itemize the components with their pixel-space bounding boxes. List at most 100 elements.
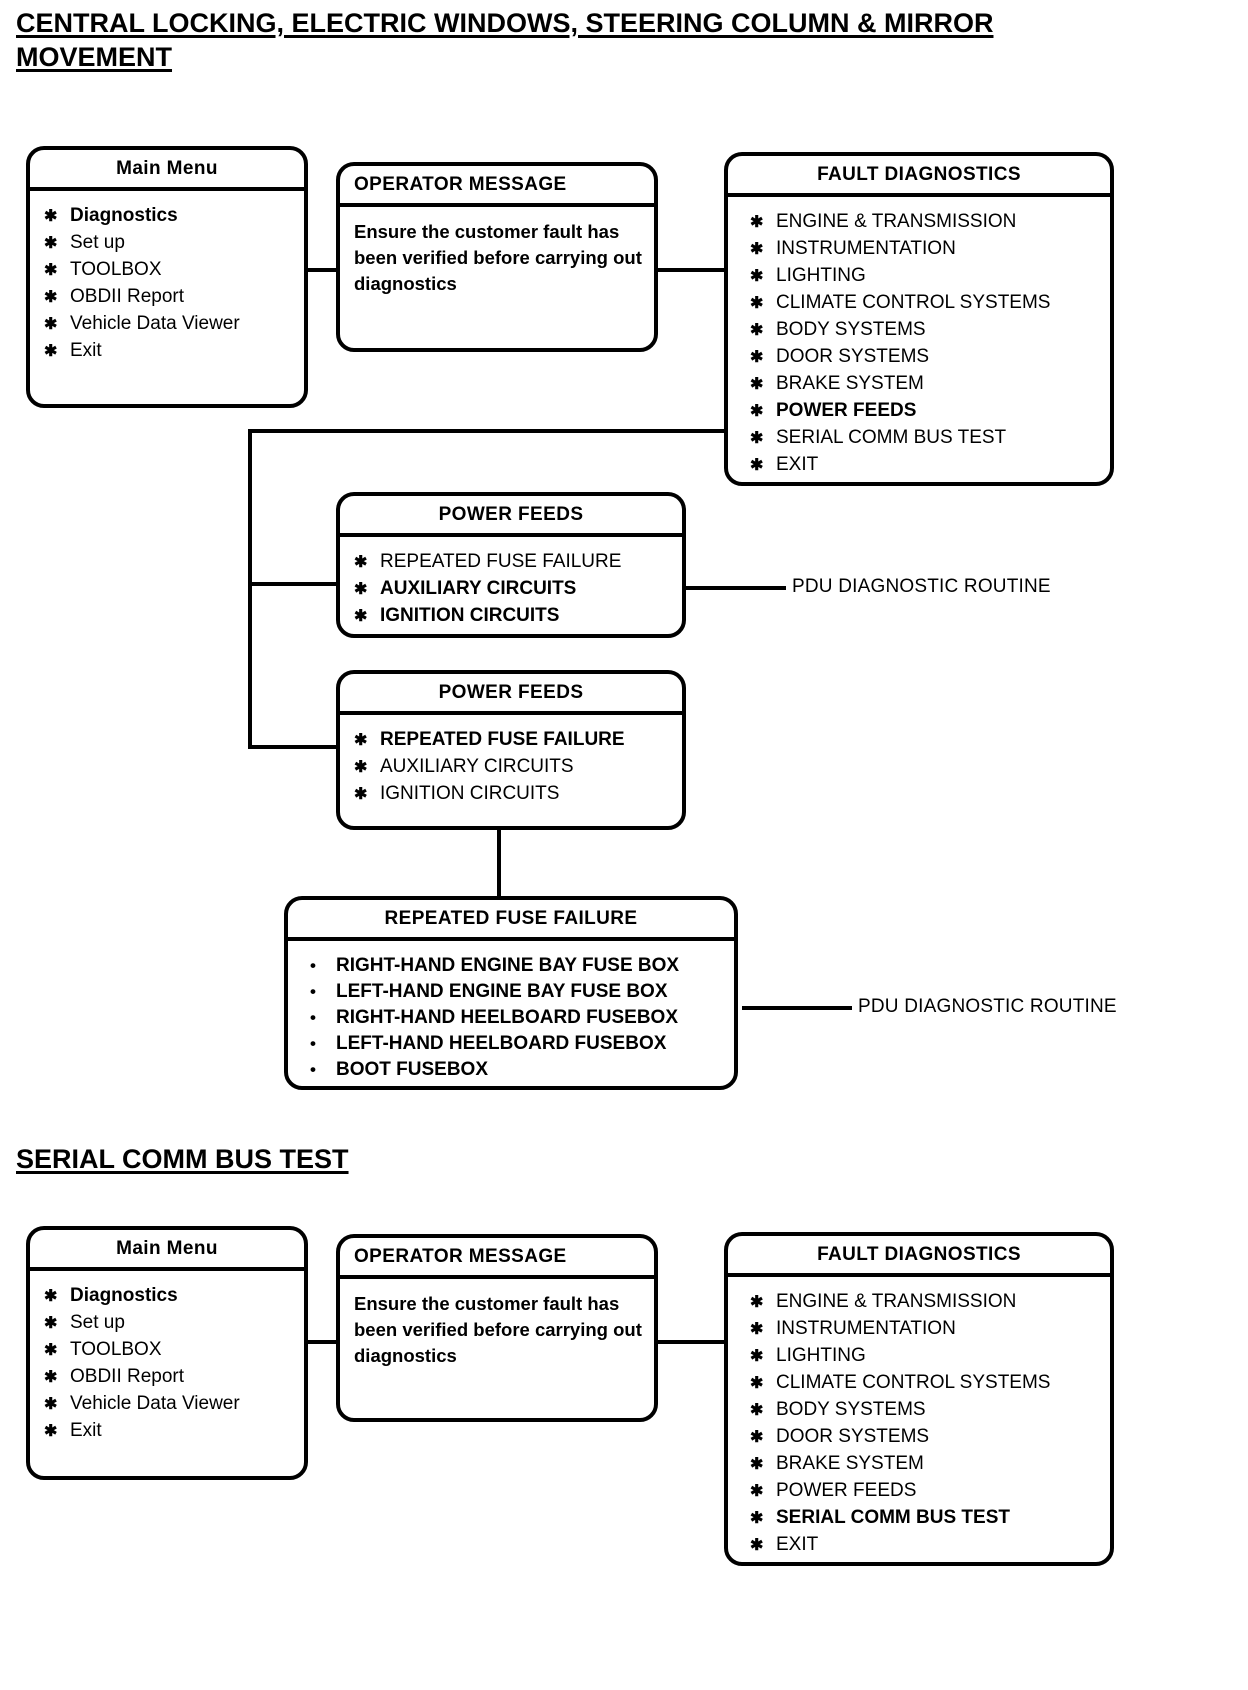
asterisk-bullet-icon (44, 230, 70, 256)
menu2-item-set-up[interactable]: Set up (44, 1310, 294, 1336)
asterisk-bullet-icon (750, 1478, 776, 1504)
fd-item-serial-comm-bus-test[interactable]: SERIAL COMM BUS TEST (750, 425, 1100, 451)
connector-mainmenu-to-operator (306, 268, 340, 272)
rff-item-boot-fusebox[interactable]: BOOT FUSEBOX (310, 1057, 724, 1082)
main-menu-box-2[interactable]: Main Menu Diagnostics Set up TOOLBOX OBD… (26, 1226, 308, 1480)
menu-item-diagnostics[interactable]: Diagnostics (44, 203, 294, 229)
asterisk-bullet-icon (354, 781, 380, 807)
fd-item-power-feeds[interactable]: POWER FEEDS (750, 398, 1100, 424)
menu2-item-exit[interactable]: Exit (44, 1418, 294, 1444)
pf2-item-repeated-fuse-failure[interactable]: REPEATED FUSE FAILURE (354, 727, 672, 753)
rff-item-lh-heelboard-fusebox[interactable]: LEFT-HAND HEELBOARD FUSEBOX (310, 1031, 724, 1056)
pf1-item-auxiliary-circuits[interactable]: AUXILIARY CIRCUITS (354, 576, 672, 602)
asterisk-bullet-icon (44, 338, 70, 364)
pf-item-label: AUXILIARY CIRCUITS (380, 756, 574, 777)
fd-item-label: BRAKE SYSTEM (776, 373, 924, 394)
fd2-item-power-feeds[interactable]: POWER FEEDS (750, 1478, 1100, 1504)
connector-branch-to-powerfeeds2 (248, 745, 338, 749)
asterisk-bullet-icon (750, 1397, 776, 1423)
menu-item-label: OBDII Report (70, 1366, 185, 1387)
menu-item-toolbox[interactable]: TOOLBOX (44, 257, 294, 283)
dot-bullet-icon (310, 953, 336, 978)
pf2-item-ignition-circuits[interactable]: IGNITION CIRCUITS (354, 781, 672, 807)
rff-item-rh-heelboard-fusebox[interactable]: RIGHT-HAND HEELBOARD FUSEBOX (310, 1005, 724, 1030)
fault-diagnostics-box-2[interactable]: FAULT DIAGNOSTICS ENGINE & TRANSMISSION … (724, 1232, 1114, 1566)
fd2-item-climate-control[interactable]: CLIMATE CONTROL SYSTEMS (750, 1370, 1100, 1396)
asterisk-bullet-icon (750, 290, 776, 316)
operator-message-title: OPERATOR MESSAGE (340, 1238, 654, 1279)
asterisk-bullet-icon (750, 1505, 776, 1531)
rff-item-rh-engine-bay-fuse-box[interactable]: RIGHT-HAND ENGINE BAY FUSE BOX (310, 953, 724, 978)
power-feeds-box-1[interactable]: POWER FEEDS REPEATED FUSE FAILURE AUXILI… (336, 492, 686, 638)
menu-item-vehicle-data-viewer[interactable]: Vehicle Data Viewer (44, 311, 294, 337)
fd2-item-brake-system[interactable]: BRAKE SYSTEM (750, 1451, 1100, 1477)
fd-item-label: INSTRUMENTATION (776, 1318, 956, 1339)
fault-diagnostics-box[interactable]: FAULT DIAGNOSTICS ENGINE & TRANSMISSION … (724, 152, 1114, 486)
asterisk-bullet-icon (354, 754, 380, 780)
pdu-diagnostic-routine-label-2: PDU DIAGNOSTIC ROUTINE (858, 996, 1117, 1017)
operator-message-text: Ensure the customer fault has been verif… (354, 221, 642, 294)
fd-item-engine-transmission[interactable]: ENGINE & TRANSMISSION (750, 209, 1100, 235)
pf-item-label: IGNITION CIRCUITS (380, 605, 560, 626)
main-menu-box[interactable]: Main Menu Diagnostics Set up TOOLBOX OBD… (26, 146, 308, 408)
main-menu-list: Diagnostics Set up TOOLBOX OBDII Report … (44, 203, 294, 364)
fd2-item-lighting[interactable]: LIGHTING (750, 1343, 1100, 1369)
asterisk-bullet-icon (354, 576, 380, 602)
operator-message-title: OPERATOR MESSAGE (340, 166, 654, 207)
fd-item-label: SERIAL COMM BUS TEST (776, 427, 1007, 448)
fd-item-climate-control[interactable]: CLIMATE CONTROL SYSTEMS (750, 290, 1100, 316)
rff-item-lh-engine-bay-fuse-box[interactable]: LEFT-HAND ENGINE BAY FUSE BOX (310, 979, 724, 1004)
fd2-item-exit[interactable]: EXIT (750, 1532, 1100, 1558)
fd-item-label: CLIMATE CONTROL SYSTEMS (776, 1372, 1051, 1393)
repeated-fuse-failure-box[interactable]: REPEATED FUSE FAILURE RIGHT-HAND ENGINE … (284, 896, 738, 1090)
fd2-item-instrumentation[interactable]: INSTRUMENTATION (750, 1316, 1100, 1342)
menu2-item-diagnostics[interactable]: Diagnostics (44, 1283, 294, 1309)
fd2-item-body-systems[interactable]: BODY SYSTEMS (750, 1397, 1100, 1423)
fd-item-label: DOOR SYSTEMS (776, 1426, 930, 1447)
fd-item-label: BODY SYSTEMS (776, 319, 926, 340)
menu-item-exit[interactable]: Exit (44, 338, 294, 364)
fd-item-door-systems[interactable]: DOOR SYSTEMS (750, 344, 1100, 370)
dot-bullet-icon (310, 1005, 336, 1030)
asterisk-bullet-icon (44, 1337, 70, 1363)
rff-item-label: RIGHT-HAND HEELBOARD FUSEBOX (336, 1007, 679, 1028)
fd2-item-engine-transmission[interactable]: ENGINE & TRANSMISSION (750, 1289, 1100, 1315)
asterisk-bullet-icon (44, 1418, 70, 1444)
menu2-item-obdii-report[interactable]: OBDII Report (44, 1364, 294, 1390)
connector-faultdiag-branch-top (248, 429, 728, 433)
fd-item-instrumentation[interactable]: INSTRUMENTATION (750, 236, 1100, 262)
asterisk-bullet-icon (750, 1316, 776, 1342)
asterisk-bullet-icon (750, 317, 776, 343)
menu-item-obdii-report[interactable]: OBDII Report (44, 284, 294, 310)
fd-item-body-systems[interactable]: BODY SYSTEMS (750, 317, 1100, 343)
fd-item-label: LIGHTING (776, 1345, 866, 1366)
menu-item-label: Exit (70, 1420, 102, 1441)
fault-diagnostics-title: FAULT DIAGNOSTICS (728, 156, 1110, 197)
menu-item-label: OBDII Report (70, 286, 185, 307)
fd2-item-serial-comm-bus-test[interactable]: SERIAL COMM BUS TEST (750, 1505, 1100, 1531)
asterisk-bullet-icon (354, 603, 380, 629)
pf1-item-repeated-fuse-failure[interactable]: REPEATED FUSE FAILURE (354, 549, 672, 575)
asterisk-bullet-icon (750, 371, 776, 397)
fd2-item-door-systems[interactable]: DOOR SYSTEMS (750, 1424, 1100, 1450)
menu2-item-vehicle-data-viewer[interactable]: Vehicle Data Viewer (44, 1391, 294, 1417)
asterisk-bullet-icon (750, 425, 776, 451)
pf1-item-ignition-circuits[interactable]: IGNITION CIRCUITS (354, 603, 672, 629)
fd-item-brake-system[interactable]: BRAKE SYSTEM (750, 371, 1100, 397)
power-feeds-box-2[interactable]: POWER FEEDS REPEATED FUSE FAILURE AUXILI… (336, 670, 686, 830)
asterisk-bullet-icon (44, 203, 70, 229)
fd-item-exit[interactable]: EXIT (750, 452, 1100, 478)
rff-item-label: LEFT-HAND ENGINE BAY FUSE BOX (336, 981, 668, 1002)
fd-item-label: POWER FEEDS (776, 1480, 917, 1501)
asterisk-bullet-icon (750, 1343, 776, 1369)
fault-diagnostics-title: FAULT DIAGNOSTICS (728, 1236, 1110, 1277)
rff-item-label: RIGHT-HAND ENGINE BAY FUSE BOX (336, 955, 680, 976)
menu2-item-toolbox[interactable]: TOOLBOX (44, 1337, 294, 1363)
fd-item-label: EXIT (776, 1534, 819, 1555)
connector-operator-to-faultdiag (656, 268, 726, 272)
menu-item-label: Vehicle Data Viewer (70, 313, 240, 334)
menu-item-set-up[interactable]: Set up (44, 230, 294, 256)
pf2-item-auxiliary-circuits[interactable]: AUXILIARY CIRCUITS (354, 754, 672, 780)
connector-powerfeeds2-to-fusefailure (497, 830, 501, 912)
fd-item-lighting[interactable]: LIGHTING (750, 263, 1100, 289)
